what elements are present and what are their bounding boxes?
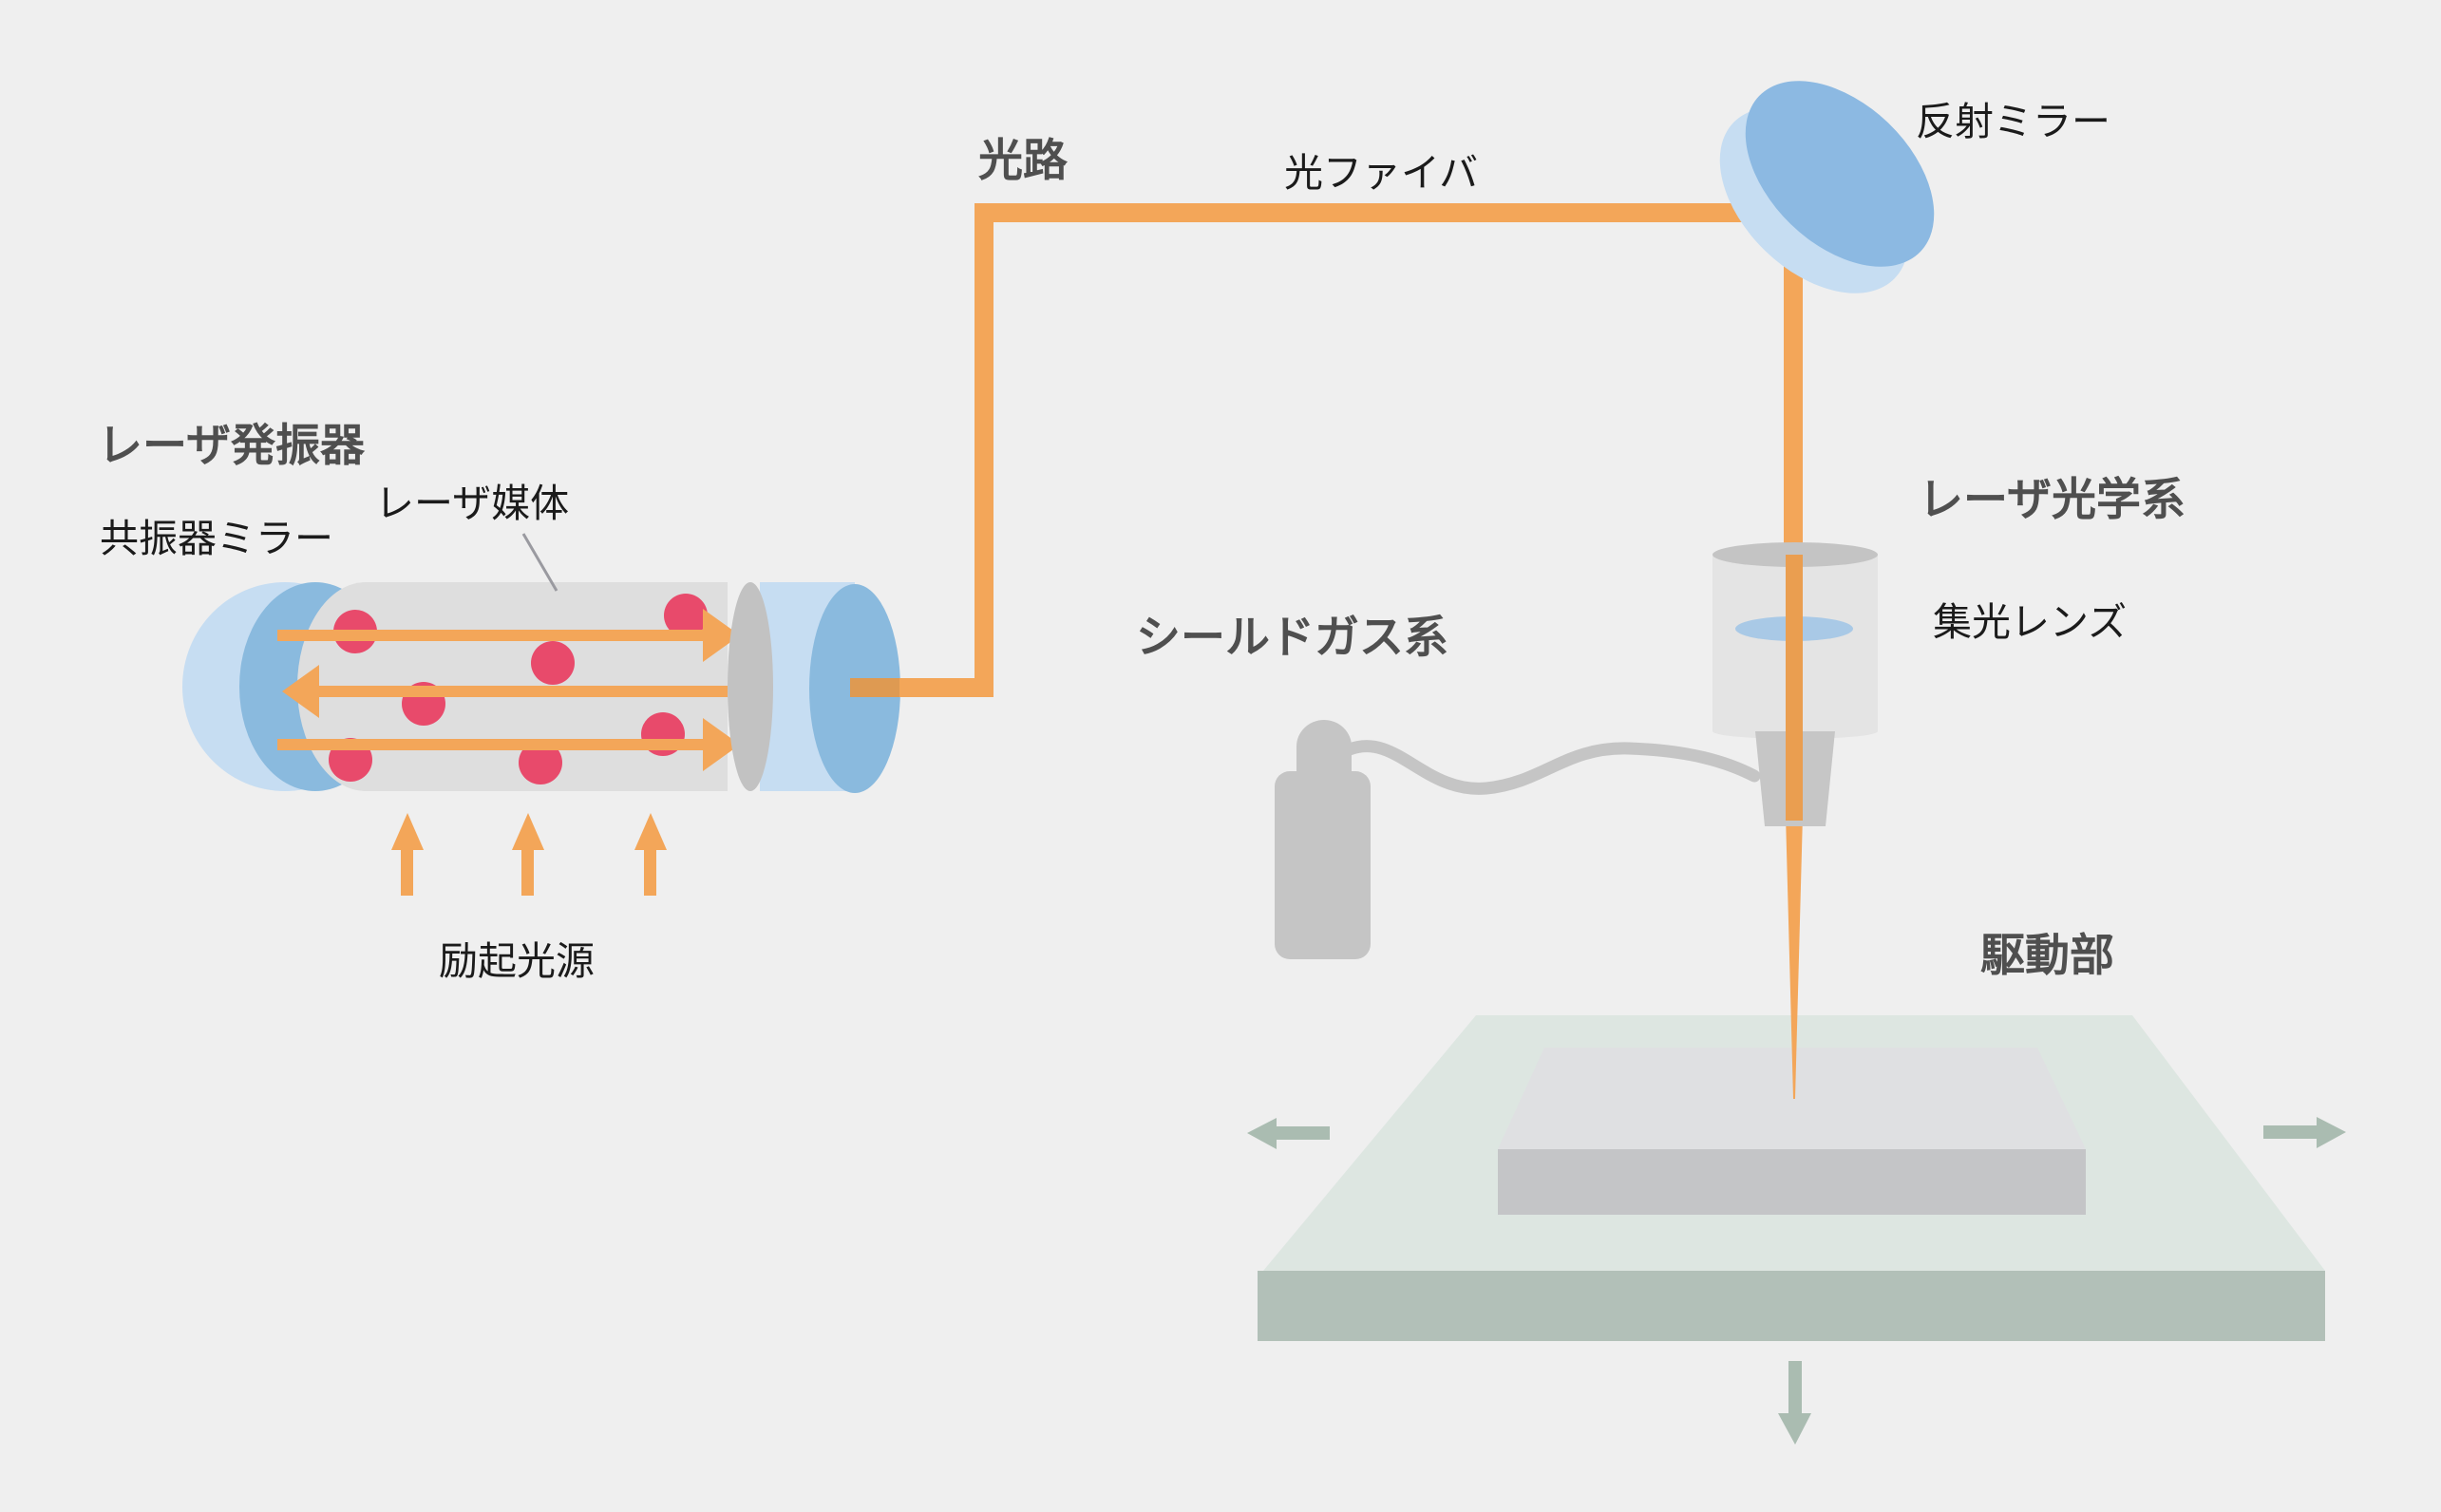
fiber-horizontal-segment: [975, 203, 1803, 222]
arrow-up-icon: [391, 813, 424, 896]
arrow-up-icon: [512, 813, 544, 896]
arrow-left-icon: [1247, 1118, 1330, 1149]
label-laser-optics: レーザ光学系: [1919, 474, 2186, 524]
arrow-right-icon: [277, 718, 740, 771]
resonance-arrows: [277, 609, 740, 771]
label-condenser-lens: 集光レンズ: [1933, 600, 2128, 644]
fiber-vertical-left-segment: [975, 203, 993, 697]
label-shield-gas-system: シールドガス系: [1136, 612, 1448, 662]
laser-optics-unit: [1712, 542, 1878, 826]
shield-gas-system: [1275, 720, 1761, 959]
beam-through-lens: [1786, 555, 1803, 821]
arrow-right-icon: [2263, 1117, 2346, 1148]
optical-fiber-path: [975, 203, 1803, 697]
stage-front-face: [1258, 1271, 2325, 1341]
label-optical-path: 光路: [978, 135, 1068, 185]
fiber-stub-over-disc: [850, 678, 899, 697]
label-drive-unit: 駆動部: [1980, 930, 2114, 980]
label-reflection-mirror: 反射ミラー: [1916, 100, 2110, 143]
fiber-stub: [899, 678, 993, 697]
label-laser-medium: レーザ媒体: [375, 482, 570, 525]
reflection-mirror: [1719, 81, 1935, 293]
stage-motion-arrows: [1247, 1117, 2346, 1445]
particle: [531, 641, 575, 685]
arrow-down-icon: [1778, 1361, 1811, 1445]
label-laser-oscillator: レーザ発振器: [98, 420, 366, 470]
arrow-left-icon: [282, 665, 728, 718]
arrow-right-icon: [277, 609, 740, 662]
excitation-arrows: [391, 813, 667, 896]
gas-bottle-neck: [1296, 720, 1352, 774]
gas-bottle-body: [1275, 771, 1371, 959]
laser-medium-leader-line: [521, 533, 558, 592]
mirror-face: [1745, 81, 1935, 267]
focused-beam: [1786, 815, 1803, 1099]
label-optical-fiber: 光ファイバ: [1284, 151, 1479, 195]
arrow-up-icon: [634, 813, 667, 896]
body-right-rim: [728, 582, 773, 791]
drive-stage: [1247, 815, 2346, 1445]
label-excitation-light-source: 励起光源: [439, 939, 595, 983]
workpiece-top: [1498, 1048, 2086, 1149]
label-resonator-mirror: 共振器ミラー: [100, 517, 333, 560]
gas-tube: [1343, 740, 1761, 795]
laser-oscillator: [182, 533, 993, 896]
fiber-vertical-right-segment: [1784, 203, 1803, 564]
workpiece-front: [1498, 1149, 2086, 1215]
particle: [664, 594, 708, 637]
particle: [519, 741, 562, 784]
